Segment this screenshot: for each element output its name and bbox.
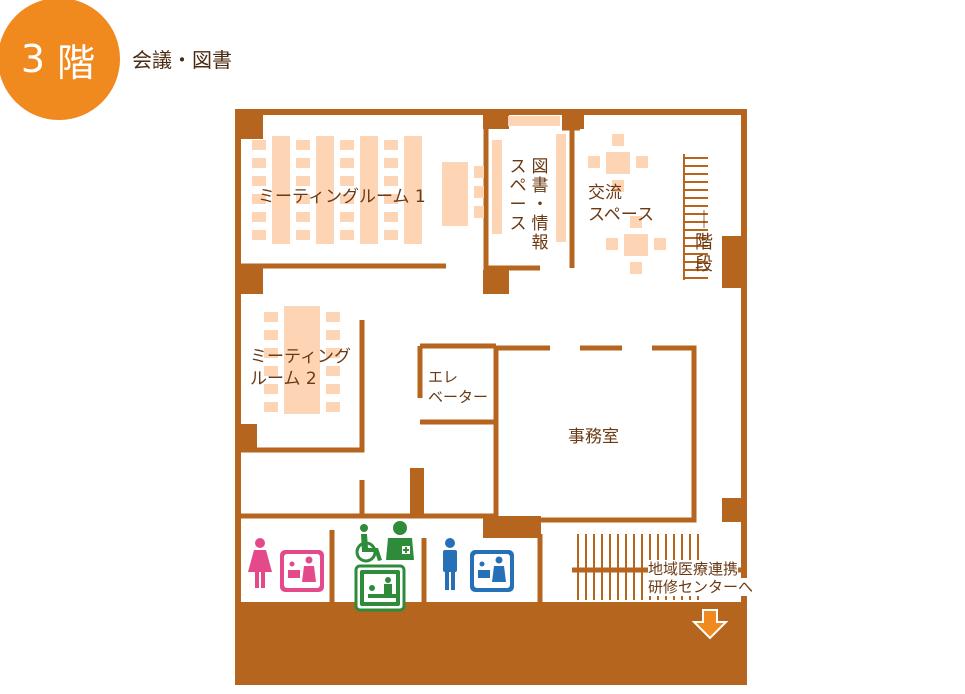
male-icon — [443, 538, 457, 590]
meeting-room-2-label-line1: ミーティング — [250, 347, 351, 367]
office-label: 事務室 — [568, 427, 619, 447]
library-char: ペ — [509, 176, 527, 196]
library-char: ス — [509, 157, 527, 177]
elevator-label-line2: ベーター — [428, 388, 489, 406]
exit-label-line2: 研修センターへ — [648, 578, 754, 596]
floor-subtitle: 会議・図書 — [132, 48, 232, 72]
furniture-exchange — [588, 134, 666, 274]
floor-badge: 3 階 — [0, 0, 120, 120]
meeting-room-2-label-line2: ルーム 2 — [250, 369, 317, 389]
furniture-meeting2 — [264, 306, 340, 414]
nurse-icon — [386, 521, 414, 560]
library-char: 書 — [531, 176, 549, 196]
stairs-char: 階 — [695, 232, 713, 253]
stairs-char: 段 — [695, 254, 713, 275]
stairs-label: ｜ 階 段 — [694, 210, 714, 276]
stairs-char: ｜ — [695, 210, 713, 231]
exit-label-line1: 地域医療連携 — [648, 560, 739, 578]
library-char: 情 — [531, 214, 549, 234]
library-char: ス — [509, 214, 527, 234]
diaper-changing-icon — [354, 564, 406, 612]
library-label-col1: 図 書 ・ 情 報 — [530, 158, 550, 253]
library-char: 図 — [531, 157, 549, 177]
floor-kanji: 階 — [57, 40, 98, 85]
exchange-label-line2: スペース — [588, 205, 654, 225]
meeting-room-1-label: ミーティングルーム 1 — [258, 187, 426, 207]
stairs-top — [683, 154, 708, 280]
female-icon — [248, 538, 272, 588]
furniture-library — [492, 116, 566, 242]
baby-care-icon — [280, 550, 324, 592]
library-char: 報 — [531, 233, 549, 253]
library-char: ・ — [531, 195, 549, 215]
walls — [238, 112, 744, 602]
furniture-meeting1 — [252, 136, 484, 244]
elevator-label-line1: エレ — [428, 368, 459, 386]
bottom-band — [235, 602, 747, 684]
down-arrow-icon — [691, 609, 729, 640]
floor-number: 3 — [20, 37, 48, 81]
baby-care-male-icon — [470, 550, 514, 592]
library-char: ー — [509, 195, 527, 215]
wheelchair-icon — [355, 524, 382, 563]
library-label-col2: ス ペ ー ス — [508, 158, 528, 234]
exchange-label-line1: 交流 — [588, 183, 622, 203]
